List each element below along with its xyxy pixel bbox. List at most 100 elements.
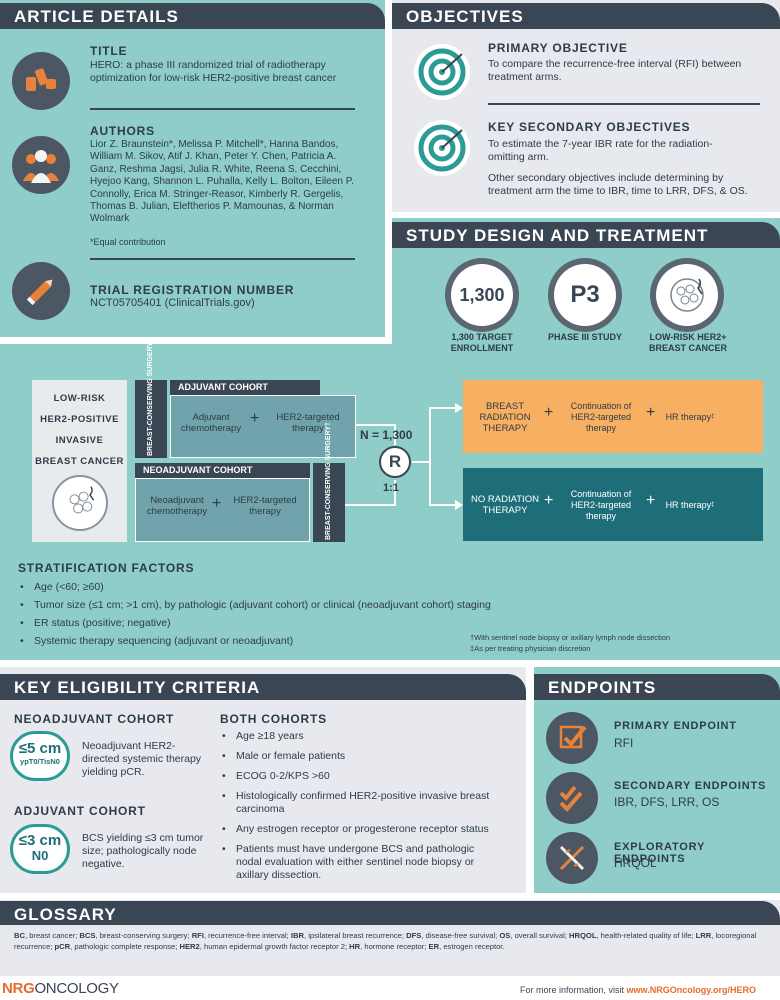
glossary-text: BC, breast cancer; BCS, breast-conservin…	[14, 931, 757, 951]
exploratory-endpoints-value: HRQOL	[614, 856, 657, 870]
sample-size: N = 1,300	[360, 428, 413, 442]
list-item: Histologically confirmed HER2-positive i…	[220, 790, 490, 816]
primary-objective-label: PRIMARY OBJECTIVE	[488, 41, 628, 55]
neoadjuvant-size-badge: ≤5 cm ypT0/TisN0	[10, 731, 70, 781]
footnote: †With sentinel node biopsy or axillary l…	[470, 633, 671, 642]
list-item: Any estrogen receptor or progesterone re…	[220, 823, 490, 836]
secondary-endpoints-label: SECONDARY ENDPOINTS	[614, 780, 767, 792]
double-check-icon	[546, 772, 598, 824]
arm-radiation	[463, 380, 763, 453]
population-label: LOW-RISK HER2-POSITIVE INVASIVE BREAST C…	[35, 393, 124, 467]
tumor-cells-icon	[670, 278, 704, 312]
neoadjuvant-criteria-label: NEOADJUVANT COHORT	[14, 712, 175, 726]
neoadjuvant-criteria-text: Neoadjuvant HER2-directed systemic thera…	[82, 740, 202, 778]
stratification-list: Age (<60; ≥60) Tumor size (≤1 cm; >1 cm)…	[18, 580, 578, 649]
secondary-objectives-text: To estimate the 7-year IBR rate for the …	[488, 138, 713, 163]
randomization-ratio: 1:1	[383, 482, 399, 494]
check-icon	[546, 712, 598, 764]
tumor-icon	[52, 475, 108, 531]
authors-icon	[12, 136, 70, 194]
primary-endpoint-label: PRIMARY ENDPOINT	[614, 720, 737, 732]
glossary-header: GLOSSARY	[0, 901, 780, 925]
enrollment-stat: 1,300	[445, 258, 519, 332]
breast-cancer-label: LOW-RISK HER2+ BREAST CANCER	[648, 332, 727, 353]
registration-label: TRIAL REGISTRATION NUMBER	[90, 283, 295, 297]
exploratory-endpoints-label: EXPLORATORY ENDPOINTS	[614, 841, 705, 865]
study-design-header: STUDY DESIGN AND TREATMENT	[392, 222, 780, 248]
list-item: ER status (positive; negative)	[18, 616, 578, 631]
list-item: Tumor size (≤1 cm; >1 cm), by pathologic…	[18, 598, 578, 613]
arm-radiation-hr: HR therapy‡	[665, 411, 715, 422]
authors-label: AUTHORS	[90, 124, 155, 138]
phase-value: P3	[554, 264, 616, 326]
dna-helix-icon	[546, 832, 598, 884]
footer-url-link[interactable]: www.NRGOncology.org/HERO	[626, 985, 757, 995]
secondary-objectives-label: KEY SECONDARY OBJECTIVES	[488, 120, 691, 134]
objectives-header: OBJECTIVES	[392, 3, 780, 29]
footer-more-info: For more information, visit www.NRGOncol…	[520, 985, 757, 995]
primary-endpoint-value: RFI	[614, 736, 634, 750]
adjuvant-chemo: Adjuvant chemotherapy	[180, 412, 242, 434]
phase-label: PHASE III STUDY	[547, 332, 622, 342]
target-icon	[412, 42, 472, 102]
primary-objective-text: To compare the recurrence-free interval …	[488, 58, 742, 83]
divider	[90, 108, 355, 110]
plus-sign: +	[646, 404, 656, 421]
flow-arrows	[345, 403, 463, 510]
nrg-oncology-logo: NRGONCOLOGY	[2, 980, 119, 997]
arm-no-radiation-her2: Continuation of HER2-targeted therapy	[570, 488, 632, 521]
list-item: Age ≥18 years	[220, 730, 490, 743]
title-text: HERO: a phase III randomized trial of ra…	[90, 59, 337, 84]
enrollment-label: 1,300 TARGET ENROLLMENT	[450, 332, 514, 353]
plus-sign: +	[544, 492, 554, 509]
arm-no-radiation-hr: HR therapy‡	[665, 499, 715, 510]
arm-no-radiation-label: NO RADIATION THERAPY	[471, 494, 539, 516]
other-objectives-text: Other secondary objectives include deter…	[488, 172, 748, 197]
plus-sign: +	[646, 492, 656, 509]
plus-sign: +	[212, 495, 222, 512]
adjuvant-cohort-header: ADJUVANT COHORT	[170, 380, 320, 395]
endpoints-header: ENDPOINTS	[534, 674, 780, 700]
authors-text: Lior Z. Braunstein*, Melissa P. Mitchell…	[90, 139, 354, 225]
surgery-box-neoadjuvant: BREAST-CONSERVING SURGERY†	[313, 422, 345, 542]
list-item: ECOG 0-2/KPS >60	[220, 770, 490, 783]
objectives-panel	[392, 0, 780, 212]
both-cohorts-list: Age ≥18 years Male or female patients EC…	[220, 730, 490, 882]
neoadjuvant-her2: HER2-targeted therapy	[233, 495, 297, 517]
neoadjuvant-chemo: Neoadjuvant chemotherapy	[146, 495, 208, 517]
neoadjuvant-cohort-box	[135, 478, 310, 542]
adjuvant-criteria-label: ADJUVANT COHORT	[14, 804, 146, 818]
both-cohorts-label: BOTH COHORTS	[220, 712, 327, 726]
arm-radiation-her2: Continuation of HER2-targeted therapy	[570, 400, 632, 433]
randomization-node: R	[379, 446, 411, 478]
list-item: Patients must have undergone BCS and pat…	[220, 843, 490, 882]
list-item: Systemic therapy sequencing (adjuvant or…	[18, 634, 578, 649]
adjuvant-size-badge: ≤3 cm N0	[10, 824, 70, 874]
secondary-endpoints-value: IBR, DFS, LRR, OS	[614, 795, 720, 809]
eligibility-header: KEY ELIGIBILITY CRITERIA	[0, 674, 526, 700]
pencil-icon	[12, 262, 70, 320]
breast-cancer-stat	[650, 258, 724, 332]
title-label: TITLE	[90, 44, 128, 58]
list-item: Male or female patients	[220, 750, 490, 763]
registration-number: NCT05705401 (ClinicalTrials.gov)	[90, 297, 255, 309]
footnote: ‡As per treating physician discretion	[470, 644, 591, 653]
divider	[488, 103, 760, 105]
article-details-header: ARTICLE DETAILS	[0, 3, 385, 29]
list-item: Age (<60; ≥60)	[18, 580, 578, 595]
adjuvant-cohort-box	[170, 395, 356, 458]
phase-stat: P3	[548, 258, 622, 332]
enrollment-value: 1,300	[451, 264, 513, 326]
surgery-box-adjuvant: BREAST-CONSERVING SURGERY†	[135, 338, 167, 458]
arm-radiation-label: BREAST RADIATION THERAPY	[479, 400, 531, 434]
divider	[90, 258, 355, 260]
plus-sign: +	[250, 410, 260, 427]
arm-no-radiation	[463, 468, 763, 541]
equal-contribution-note: *Equal contribution	[90, 237, 166, 247]
adjuvant-criteria-text: BCS yielding ≤3 cm tumor size; pathologi…	[82, 832, 204, 870]
neoadjuvant-cohort-header: NEOADJUVANT COHORT	[135, 463, 310, 478]
adjuvant-her2: HER2-targeted therapy	[276, 412, 340, 434]
plus-sign: +	[544, 404, 554, 421]
target-icon	[412, 118, 472, 178]
stratification-header: STRATIFICATION FACTORS	[18, 561, 195, 575]
